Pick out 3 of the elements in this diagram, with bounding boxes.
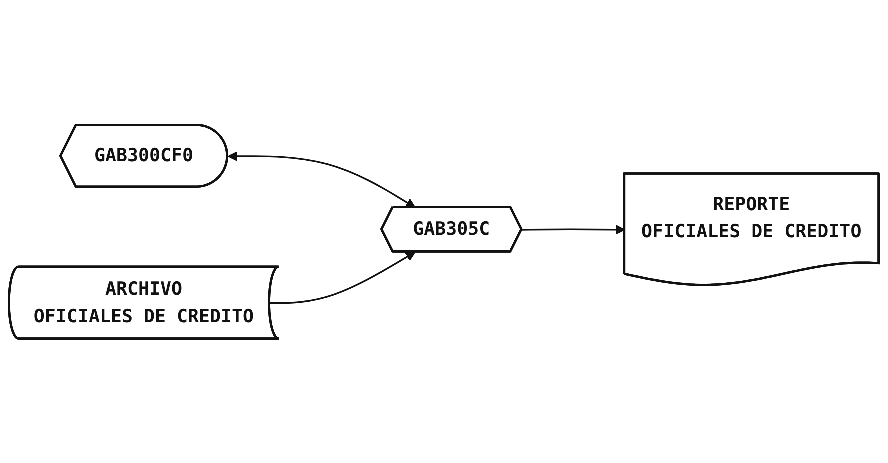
arrow: [228, 151, 416, 208]
arrow: [522, 224, 626, 234]
arrow: [270, 251, 416, 304]
